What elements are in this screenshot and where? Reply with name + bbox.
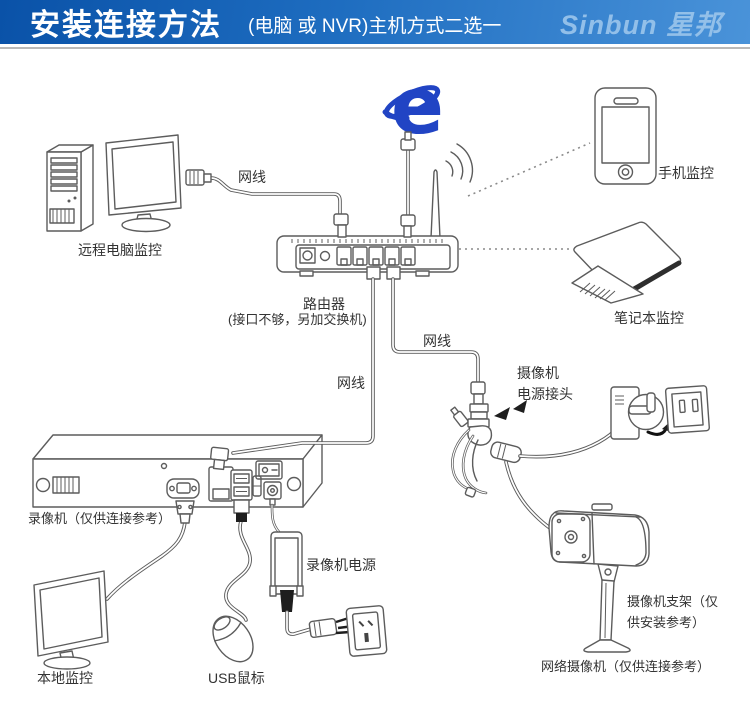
cable-router-to-camera xyxy=(386,266,486,405)
phone-screen xyxy=(601,106,650,164)
router-antenna xyxy=(430,169,441,239)
label-router: 路由器 xyxy=(303,296,345,312)
label-bracket-2: 供安装参考） xyxy=(627,615,706,630)
local-monitor xyxy=(33,570,109,670)
dvr-power-adapter xyxy=(269,498,313,636)
brand-logo: Sinbun 星邦 xyxy=(560,9,722,40)
label-cable-top: 网线 xyxy=(238,169,266,185)
smartphone xyxy=(594,87,657,185)
wifi-signal-icon xyxy=(445,143,474,183)
router-lan-ports xyxy=(336,246,416,266)
camera-cable-connector xyxy=(564,530,578,544)
internet-cable xyxy=(400,131,416,238)
label-camera-power-1: 摄像机 xyxy=(517,365,559,381)
dvr-usb-ports xyxy=(230,469,253,501)
power-plug-and-outlet-dvr xyxy=(308,605,388,657)
dvr-recorder xyxy=(32,434,323,508)
label-router-note: (接口不够，另加交换机) xyxy=(228,312,367,327)
bullet-camera xyxy=(548,503,650,567)
laptop xyxy=(571,221,682,304)
dvr-power-switch xyxy=(255,460,283,480)
header-subtitle: (电脑 或 NVR)主机方式二选一 xyxy=(248,15,502,37)
header-banner: 安装连接方法 (电脑 或 NVR)主机方式二选一 Sinbun 星邦 xyxy=(0,0,750,44)
label-phone: 手机监控 xyxy=(658,165,714,181)
page-title: 安装连接方法 xyxy=(30,9,222,42)
desktop-monitor xyxy=(105,134,182,233)
dvr-ethernet-port xyxy=(208,466,234,502)
phone-home-button xyxy=(617,164,634,180)
label-local-monitor: 本地监控 xyxy=(37,670,93,686)
label-dvr-power: 录像机电源 xyxy=(306,557,376,573)
header-separator xyxy=(0,47,750,49)
cable-router-to-dvr xyxy=(210,266,381,471)
dvr-vga-port xyxy=(166,478,200,499)
plug-direction-arrows xyxy=(494,400,527,420)
label-cable-right: 网线 xyxy=(423,333,451,349)
ie-browser-icon: e xyxy=(382,62,444,152)
cable-coupler xyxy=(185,169,205,186)
label-camera-power-2: 电源接头 xyxy=(517,386,573,402)
label-dvr: 录像机（仅供连接参考） xyxy=(28,511,172,526)
label-laptop: 笔记本监控 xyxy=(614,310,684,326)
usb-mouse xyxy=(212,615,254,663)
plug-in-arrow xyxy=(646,427,668,436)
label-network-camera: 网络摄像机（仅供连接参考） xyxy=(541,659,711,674)
label-usb-mouse: USB鼠标 xyxy=(208,670,265,686)
vga-cable xyxy=(105,500,195,601)
label-remote-pc: 远程电脑监控 xyxy=(78,242,162,258)
label-bracket-1: 摄像机支架（仅 xyxy=(627,594,719,609)
label-cable-left: 网线 xyxy=(337,375,365,391)
dvr-dip-switch xyxy=(52,476,80,494)
router-reset-button xyxy=(319,250,331,262)
camera-bracket xyxy=(583,563,631,653)
router-power-jack xyxy=(299,247,316,264)
router xyxy=(276,143,474,277)
network-cable-pc-to-router xyxy=(185,169,349,238)
tower-pc xyxy=(46,144,94,232)
usb-cable xyxy=(224,499,252,622)
browser-letter: e xyxy=(391,62,444,152)
camera-power-adapter xyxy=(610,386,665,440)
phone-speaker xyxy=(613,97,639,105)
wifi-link-to-phone xyxy=(467,142,591,197)
wall-outlet-camera xyxy=(646,385,710,436)
